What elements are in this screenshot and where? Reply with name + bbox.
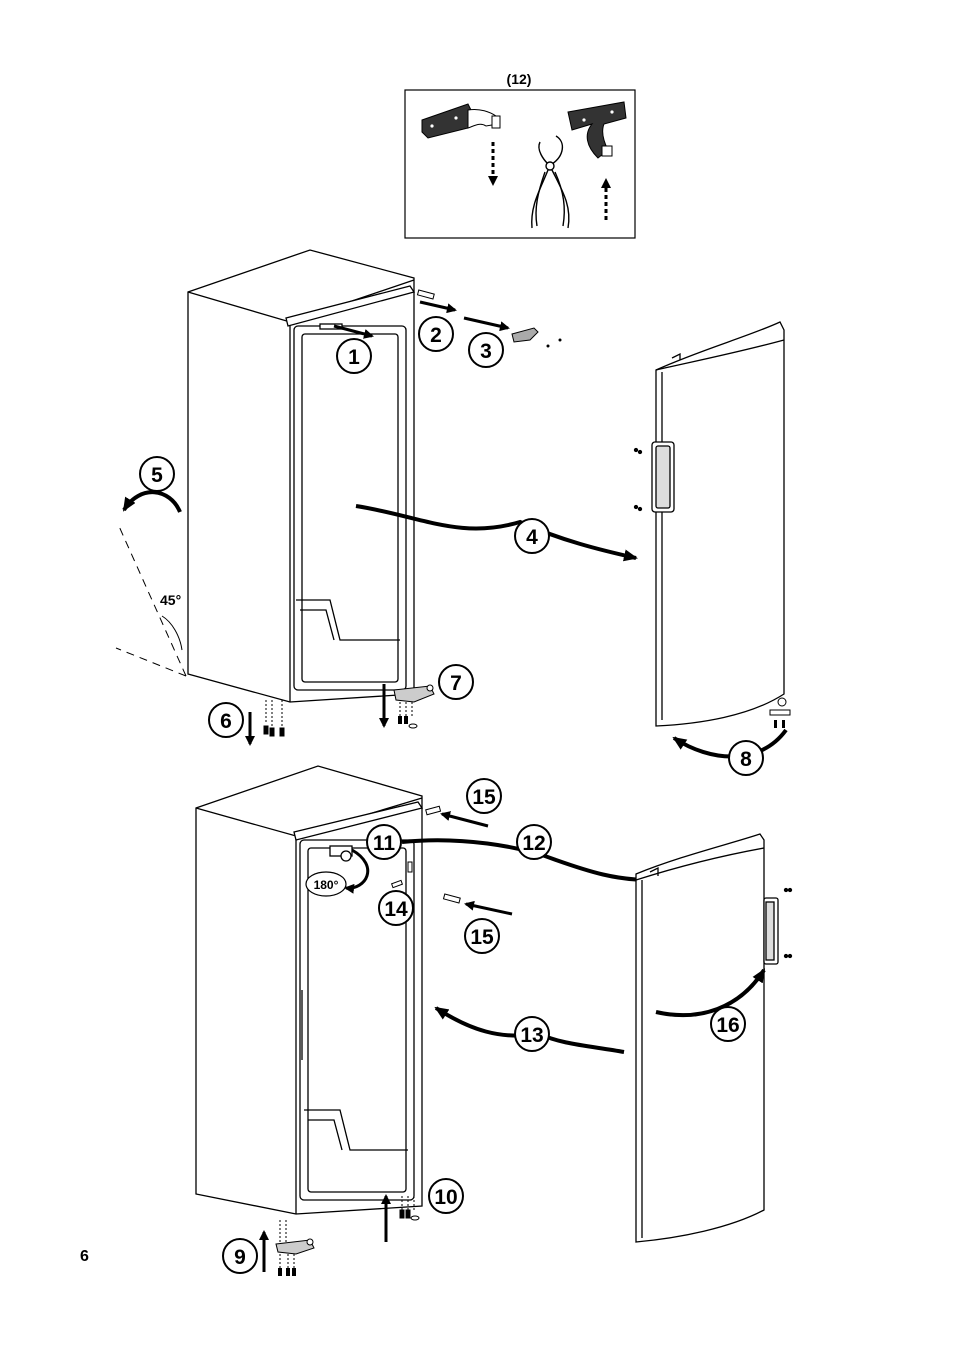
cabinet-top-view — [188, 250, 414, 702]
svg-text:3: 3 — [480, 340, 492, 363]
step-3-marker: 3 — [469, 333, 503, 367]
step-14-marker: 14 — [379, 891, 413, 925]
page-number: 6 — [80, 1248, 89, 1266]
angle-label: 45° — [160, 592, 181, 608]
step-12-marker: 12 — [517, 825, 551, 859]
top-hinge-icon — [512, 328, 562, 348]
step-16-marker: 16 — [711, 1007, 745, 1041]
step-13-marker: 13 — [515, 1017, 549, 1051]
step-4-marker: 4 — [515, 519, 549, 553]
svg-text:8: 8 — [740, 748, 752, 771]
svg-text:15: 15 — [472, 786, 496, 809]
svg-text:7: 7 — [450, 672, 462, 695]
svg-text:15: 15 — [470, 926, 494, 949]
step-6-marker: 6 — [209, 703, 243, 737]
step-8-marker: 8 — [729, 741, 763, 775]
svg-text:14: 14 — [384, 898, 408, 921]
door-bottom-parts — [770, 698, 790, 728]
step-2-marker: 2 — [419, 317, 453, 351]
bottom-left-hinge-icon — [276, 1220, 314, 1276]
svg-text:12: 12 — [522, 832, 545, 855]
svg-text:6: 6 — [220, 710, 232, 733]
svg-text:13: 13 — [520, 1024, 543, 1047]
svg-text:10: 10 — [434, 1186, 457, 1209]
svg-text:4: 4 — [526, 526, 538, 549]
step-1-marker: 1 — [337, 339, 371, 373]
door-removed — [635, 322, 785, 726]
step-7-marker: 7 — [439, 665, 473, 699]
svg-text:2: 2 — [430, 324, 442, 347]
step-15-top-marker: 15 — [467, 779, 501, 813]
rotation-label: 180° — [314, 878, 339, 892]
svg-text:9: 9 — [234, 1246, 246, 1269]
step-15-bottom-marker: 15 — [465, 919, 499, 953]
svg-text:16: 16 — [716, 1014, 739, 1037]
step-9-marker: 9 — [223, 1239, 257, 1273]
svg-text:5: 5 — [151, 464, 163, 487]
svg-text:11: 11 — [373, 832, 396, 855]
inset-hinge-pin-detail: (12) — [405, 71, 635, 238]
bottom-hinge-icon — [394, 685, 434, 728]
step-11-marker: 11 — [367, 825, 401, 859]
bottom-left-screws — [264, 700, 284, 736]
inset-label: (12) — [507, 71, 532, 87]
step-10-marker: 10 — [429, 1179, 463, 1213]
step-5-marker: 5 — [140, 457, 174, 491]
svg-text:1: 1 — [348, 346, 360, 369]
door-reinstalled — [636, 834, 792, 1242]
